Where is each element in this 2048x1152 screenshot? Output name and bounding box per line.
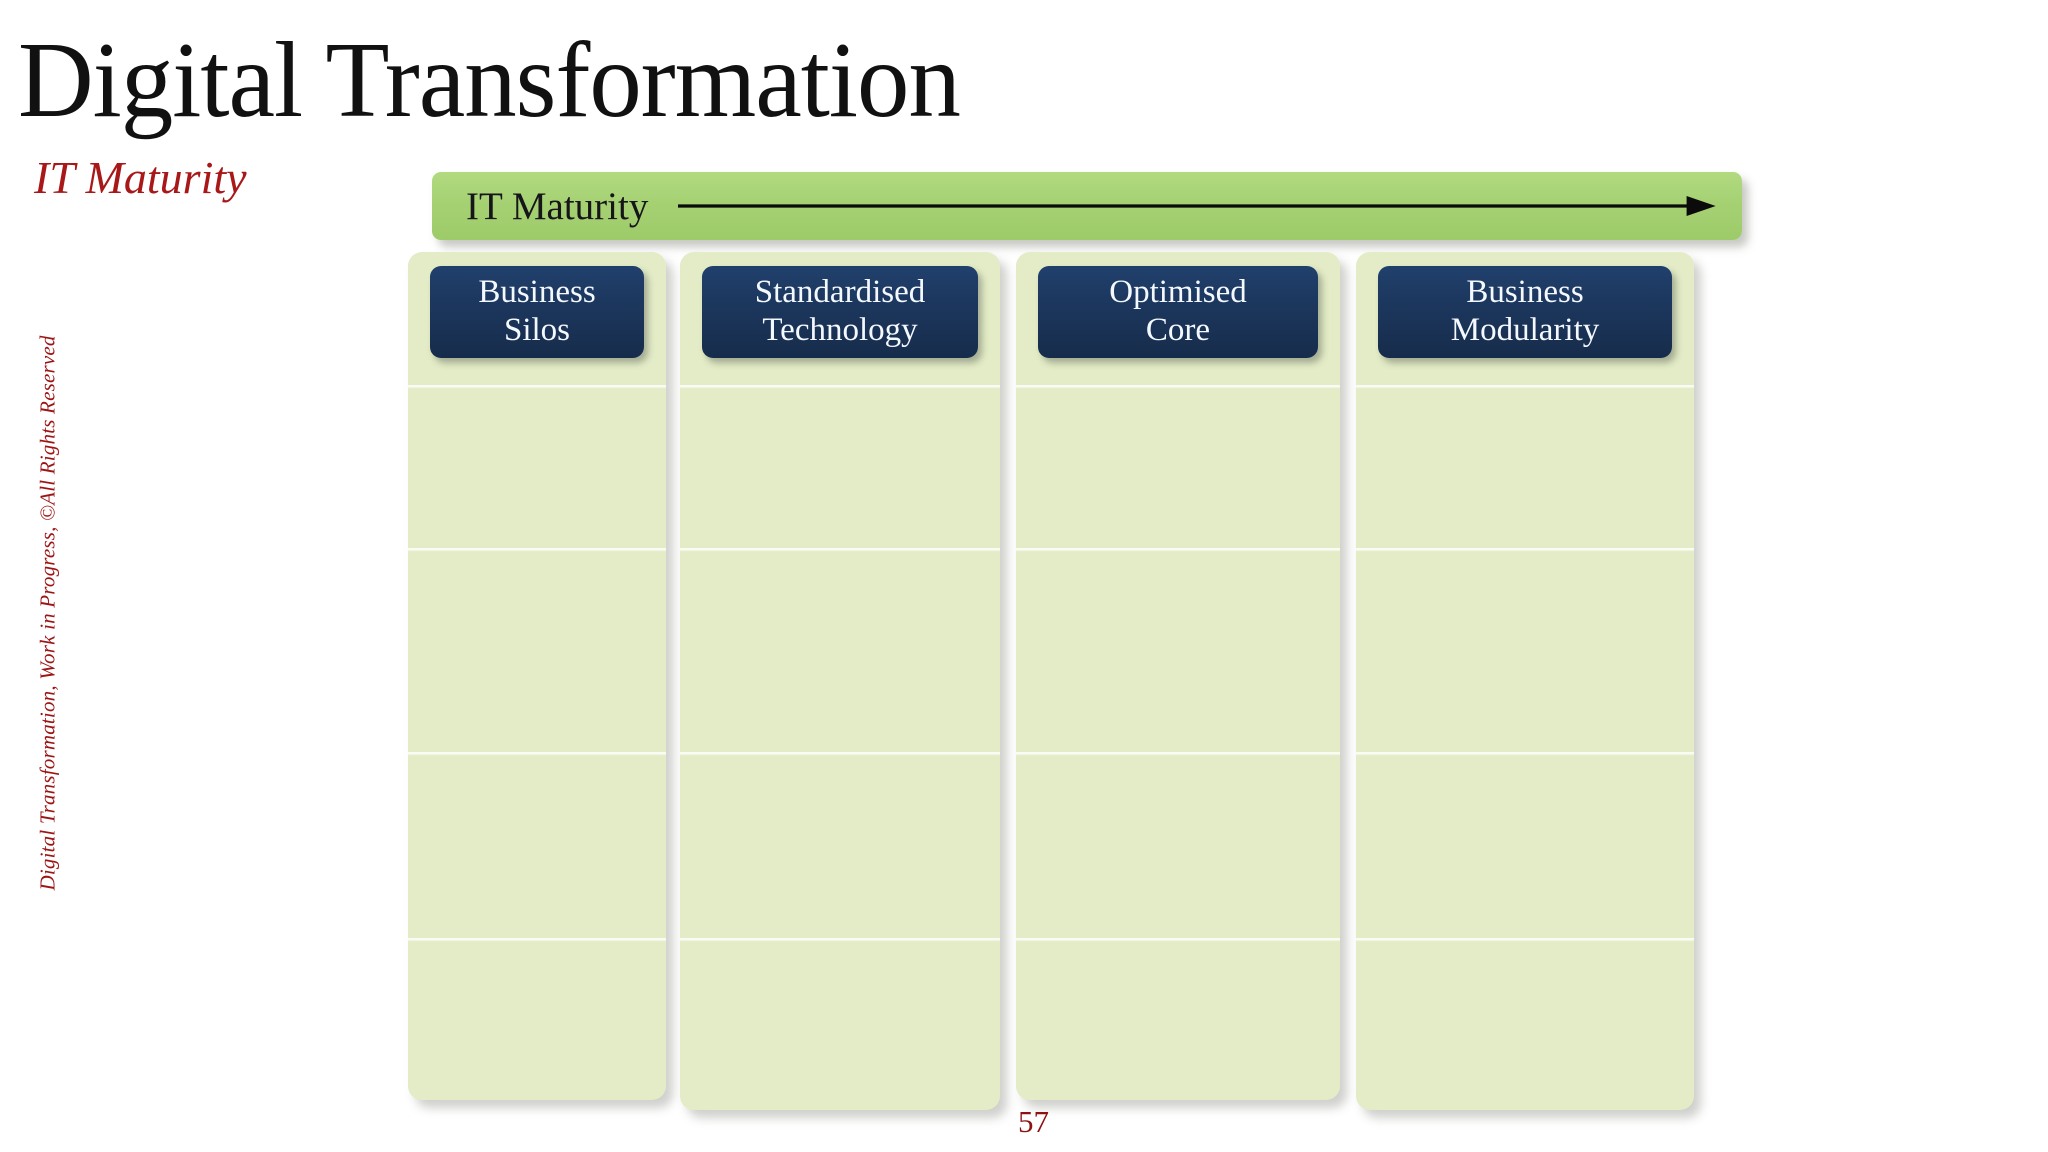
stage-header-line1: Business [478, 274, 596, 311]
stage-header-standardised-technology[interactable]: Standardised Technology [702, 266, 978, 358]
right-arrow-icon [678, 194, 1716, 218]
stage-header-line2: Core [1145, 312, 1211, 348]
column-divider [408, 752, 666, 754]
column-divider [1356, 385, 1694, 387]
column-divider [1356, 752, 1694, 754]
stage-column-standardised-technology[interactable]: Standardised Technology [680, 252, 1000, 1110]
stage-header-line1: Standardised [754, 274, 926, 311]
it-maturity-banner: IT Maturity [432, 172, 1742, 240]
stage-header-line2: Silos [503, 312, 571, 348]
stage-column-business-silos[interactable]: Business Silos [408, 252, 666, 1100]
stage-header-line2: Technology [762, 312, 918, 348]
column-divider [1016, 385, 1340, 387]
column-divider [680, 385, 1000, 387]
maturity-stage-columns: Business Silos Standardised Technology O… [408, 252, 1760, 1112]
column-divider [680, 752, 1000, 754]
column-divider [408, 938, 666, 940]
stage-column-optimised-core[interactable]: Optimised Core [1016, 252, 1340, 1100]
column-divider [1016, 752, 1340, 754]
column-divider [1016, 548, 1340, 550]
column-divider [408, 385, 666, 387]
page-number: 57 [1018, 1104, 1049, 1139]
stage-header-business-modularity[interactable]: Business Modularity [1378, 266, 1672, 358]
column-divider [680, 938, 1000, 940]
stage-header-line2: Modularity [1450, 312, 1600, 348]
stage-header-optimised-core[interactable]: Optimised Core [1038, 266, 1318, 358]
column-divider [1356, 938, 1694, 940]
stage-header-line1: Optimised [1109, 274, 1247, 311]
column-divider [408, 548, 666, 550]
stage-header-business-silos[interactable]: Business Silos [430, 266, 644, 358]
banner-label: IT Maturity [466, 184, 649, 228]
copyright-vertical-text: Digital Transformation, Work in Progress… [35, 335, 60, 891]
stage-column-business-modularity[interactable]: Business Modularity [1356, 252, 1694, 1110]
page-subtitle: IT Maturity [34, 152, 247, 203]
column-divider [1356, 548, 1694, 550]
column-divider [1016, 938, 1340, 940]
page-title: Digital Transformation [18, 21, 961, 140]
stage-header-line1: Business [1466, 274, 1584, 311]
column-divider [680, 548, 1000, 550]
